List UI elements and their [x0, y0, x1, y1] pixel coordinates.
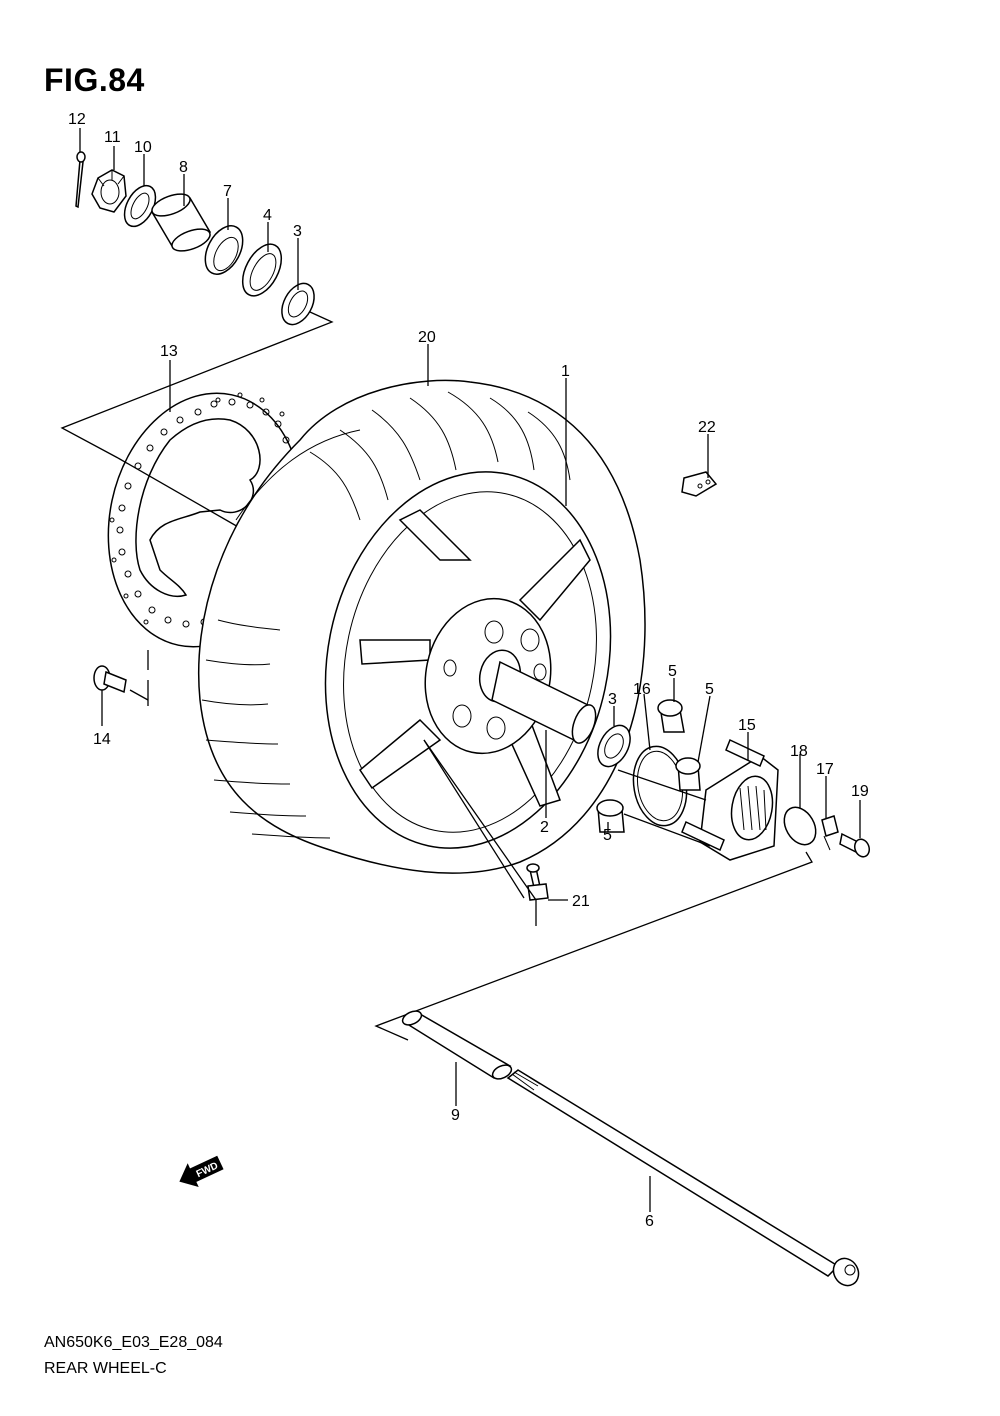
callout-7: 7 [223, 183, 232, 200]
fwd-arrow-icon: FWD [179, 1155, 224, 1188]
figure-title: FIG.84 [44, 62, 145, 98]
callout-12: 12 [68, 111, 86, 128]
bearing-3-top [281, 282, 315, 326]
callout-9: 9 [451, 1107, 460, 1124]
callout-21: 21 [572, 893, 590, 910]
callout-5-b: 5 [705, 681, 714, 698]
tyre-valve-21 [526, 863, 549, 901]
cover-18 [783, 806, 817, 846]
fwd-label: FWD [195, 1160, 220, 1180]
dust-seal-7 [204, 225, 244, 275]
callout-19: 19 [851, 783, 869, 800]
rear-axle-6 [506, 1069, 860, 1287]
callout-2: 2 [540, 819, 549, 836]
callout-22: 22 [698, 419, 716, 436]
sensor-rotor-bracket-15 [681, 738, 779, 861]
spacer-9 [401, 1010, 513, 1080]
callout-17: 17 [816, 761, 834, 778]
callout-4: 4 [263, 207, 272, 224]
callout-5-a: 5 [668, 663, 677, 680]
diagram-name: REAR WHEEL-C [44, 1360, 167, 1377]
callout-11: 11 [104, 129, 121, 146]
callout-20: 20 [418, 329, 436, 346]
hub-shaft-2 [491, 660, 597, 744]
rear-wheel-rim-1 [324, 471, 612, 849]
callout-18: 18 [790, 743, 808, 760]
damper-5-a [657, 699, 685, 733]
callout-15: 15 [738, 717, 756, 734]
spacer-8 [150, 193, 212, 252]
callout-3-right: 3 [608, 691, 617, 708]
callout-13: 13 [160, 343, 178, 360]
callout-6: 6 [645, 1213, 654, 1230]
diagram-code: AN650K6_E03_E28_084 [44, 1334, 223, 1351]
callout-5-c: 5 [603, 827, 612, 844]
callout-8: 8 [179, 159, 188, 176]
callout-1: 1 [561, 363, 570, 380]
callout-10: 10 [134, 139, 152, 156]
screw-19 [839, 832, 871, 858]
castle-nut-11 [91, 169, 127, 213]
clamp-17 [821, 815, 839, 851]
oil-seal-4 [241, 243, 283, 297]
damper-5-c [596, 799, 625, 833]
bearing-3-right [597, 724, 631, 768]
bolt-14 [93, 665, 127, 694]
damper-5-b [675, 757, 701, 791]
callout-labels: 12 11 10 8 7 4 3 13 20 1 22 14 5 5 16 3 … [68, 111, 869, 1230]
cotter-pin-12 [75, 151, 86, 209]
clip-22 [681, 471, 718, 497]
callout-14: 14 [93, 731, 111, 748]
callout-3-top: 3 [293, 223, 302, 240]
callout-16: 16 [633, 681, 651, 698]
leader-lines [79, 128, 861, 1212]
